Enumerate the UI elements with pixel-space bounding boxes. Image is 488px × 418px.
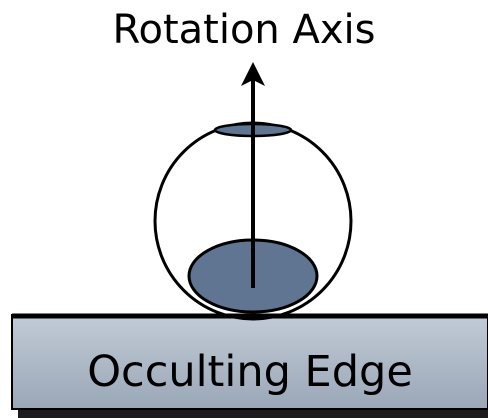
occulting-edge-block	[11, 314, 488, 410]
occulting-edge-label: Occulting Edge	[87, 347, 413, 397]
diagram-title: Rotation Axis	[112, 7, 376, 53]
axis-arrowhead-icon	[241, 62, 265, 86]
